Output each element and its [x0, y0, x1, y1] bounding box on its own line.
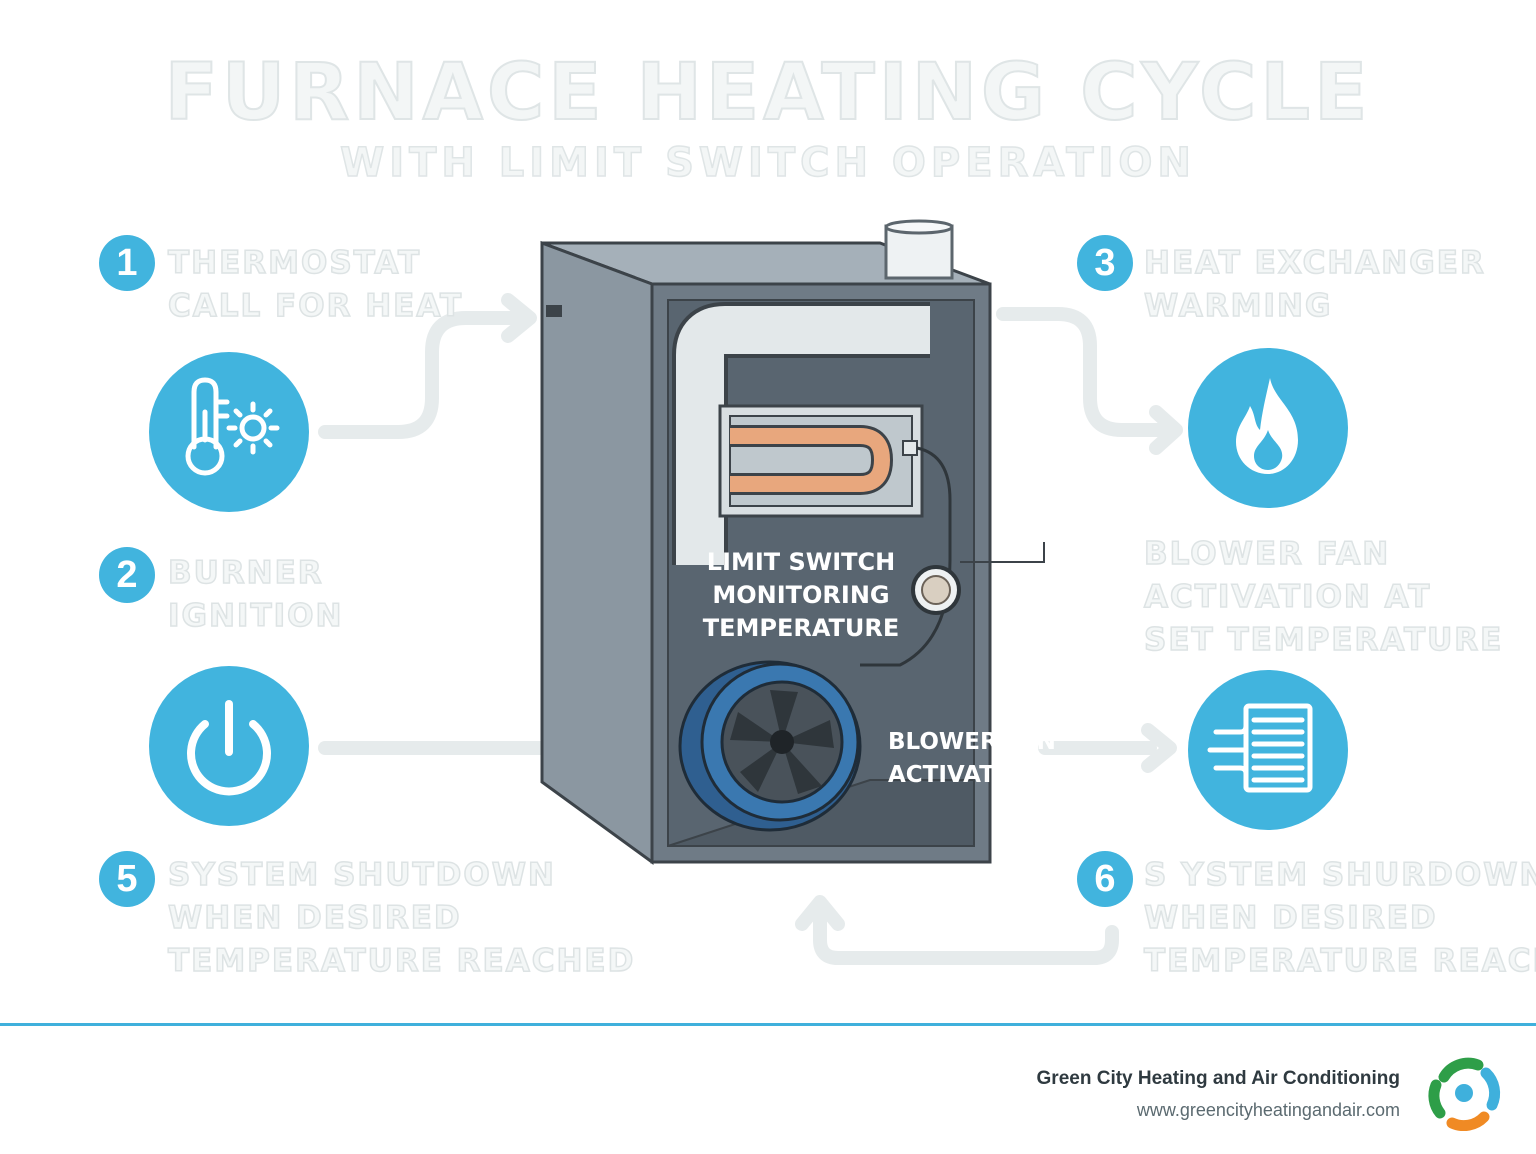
step-5-badge: 5: [99, 851, 155, 907]
ignition-icon-circle: [149, 666, 309, 826]
diagram-subtitle: with Limit Switch Operation: [339, 139, 1196, 187]
blower-fan: [678, 660, 862, 832]
flue-pipe: [884, 224, 954, 280]
step-2-line-2: IGNITION: [167, 597, 344, 635]
diagram-title: Furnace Heating Cycle: [164, 47, 1372, 139]
step-6-badge: 6: [1077, 851, 1133, 907]
thermometer-sun-icon: [185, 377, 280, 476]
company-name: Green City Heating and Air Conditioning: [1036, 1068, 1400, 1089]
flame-icon: [1236, 378, 1298, 474]
connector-6-to-5: [813, 911, 1119, 965]
step-3-label: HEAT EXCHANGER WARMING: [1143, 242, 1486, 328]
company-logo-icon: [1428, 1057, 1501, 1131]
step-5-line-2: WHEN DESIRED: [167, 899, 462, 937]
limit-switch-label: LIMIT SWITCH MONITORING TEMPERATURE: [700, 546, 902, 645]
step-1-line-2: CALL FOR HEAT: [167, 287, 464, 325]
limit-switch-label-line-1: LIMIT SWITCH: [706, 548, 896, 576]
step-3-badge: 3: [1077, 235, 1133, 291]
step-1-label: THERMOSTAT CALL FOR HEAT: [167, 242, 464, 328]
blower-icon-circle: [1188, 670, 1348, 830]
step-4-line-3: SET TEMPERATURE: [1143, 621, 1504, 659]
step-1-badge: 1: [99, 235, 155, 291]
step-1-line-1: THERMOSTAT: [167, 244, 422, 282]
company-website: www.greencityheatingandair.com: [1136, 1100, 1400, 1120]
step-4-label: BLOWER FAN ACTIVATION AT SET TEMPERATURE: [1143, 533, 1504, 662]
connector-1-to-furnace: [318, 311, 519, 439]
step-5-line-1: SYSTEM SHUTDOWN: [167, 856, 556, 894]
side-port: [546, 305, 562, 317]
furnace-side: [540, 240, 654, 865]
step-4-line-1: BLOWER FAN: [1143, 535, 1391, 573]
blower-label: BLOWER FAN ACTIVATION: [888, 726, 1056, 792]
step-3-line-1: HEAT EXCHANGER: [1143, 244, 1486, 282]
step-2-badge: 2: [99, 547, 155, 603]
connector-arrowheads: [501, 293, 1183, 931]
step-3-line-2: WARMING: [1143, 287, 1333, 325]
step-2-label: BURNER IGNITION: [167, 552, 344, 638]
step-6-line-3: TEMPERATURE REACHED: [1143, 942, 1536, 980]
step-4-line-2: ACTIVATION AT: [1143, 578, 1432, 616]
limit-switch-label-line-3: TEMPERATURE: [702, 614, 900, 642]
flow-connectors: [318, 307, 1167, 965]
air-vent-icon: [1207, 703, 1313, 793]
blower-label-line-1: BLOWER FAN: [888, 729, 1056, 755]
step-5-line-3: TEMPERATURE REACHED: [167, 942, 636, 980]
limit-switch-label-line-2: MONITORING: [712, 581, 890, 609]
sensor-wire: [860, 446, 952, 667]
step-6-line-2: WHEN DESIRED: [1143, 899, 1438, 937]
power-icon: [187, 700, 271, 796]
limit-switch: [911, 565, 961, 615]
blower-label-line-2: ACTIVATION: [888, 762, 1043, 788]
step-2-line-1: BURNER: [167, 554, 324, 592]
connector-furnace-to-3: [996, 307, 1167, 437]
footer-divider: [0, 1023, 1536, 1026]
step-6-line-1: S YSTEM SHURDOWN: [1143, 856, 1536, 894]
temperature-probe: [902, 440, 918, 456]
step-5-label: SYSTEM SHUTDOWN WHEN DESIRED TEMPERATURE…: [167, 854, 636, 983]
heat-exchanger-icon-circle: [1188, 348, 1348, 508]
step-6-label: S YSTEM SHURDOWN WHEN DESIRED TEMPERATUR…: [1143, 854, 1536, 983]
thermostat-icon-circle: [149, 352, 309, 512]
